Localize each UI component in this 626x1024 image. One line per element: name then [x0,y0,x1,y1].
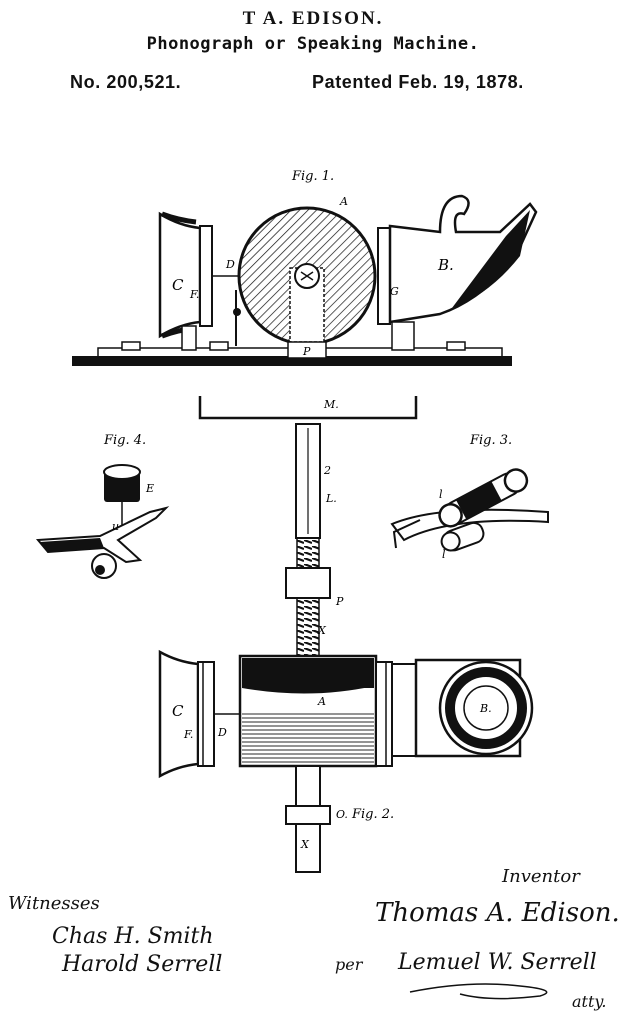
label-e: E [145,482,154,495]
label-2: 2 [323,464,331,477]
fig1-diaphragm-f [199,225,213,327]
figure-1: Fig. 1. P A C F. D B. G [72,169,538,366]
label-x2: X [300,838,310,851]
witnesses-label: Witnesses [8,893,100,914]
label-u: u [112,520,119,533]
label-f2: F. [183,728,193,741]
fig4-caption: Fig. 4. [103,433,146,448]
label-c2: C [172,702,184,720]
label-p2: P [335,595,344,608]
fig2-caption: Fig. 2. [351,807,394,822]
frame-m [198,396,418,420]
label-b2: B. [479,702,492,715]
fig1-caption: Fig. 1. [291,169,334,184]
label-p: P [302,345,311,358]
attorney-signature: Lemuel W. Serrell [398,950,597,975]
patent-date: Patented Feb. 19, 1878. [312,72,524,92]
label-a2: A [317,695,326,708]
fig3-caption: Fig. 3. [469,433,512,448]
fig4-block [104,472,140,502]
figure-2: 2 L. P X A C F. D G B. O. X [158,423,534,873]
atty-label: atty. [572,992,607,1011]
label-a: A [339,195,348,208]
fig1-base-plate [72,356,512,366]
patent-title: Phonograph or Speaking Machine. [146,34,480,54]
label-d: D [225,258,235,271]
label-f: F. [189,288,199,301]
figure-3: Fig. 3. l l [390,433,549,561]
label-m: M. [323,398,339,411]
figure-4: Fig. 4. E u [35,433,170,579]
fig2-nut-p [285,567,331,599]
label-c: C [172,276,184,294]
witness-signature-1: Chas H. Smith [52,924,214,949]
inventor-signature: Thomas A. Edison. [375,898,620,928]
fig1-bolt [209,341,229,351]
fig1-speaker-c [158,211,202,339]
signature-flourish [409,983,548,1000]
fig1-pedestal [287,341,327,359]
fig1-bolt [121,341,141,351]
patent-number: No. 200,521. [70,72,182,92]
per-label: per [335,955,363,974]
patent-inventor-name: T A. EDISON. [242,8,384,29]
label-b: B. [437,256,454,274]
fig1-bolt [446,341,466,351]
label-l3b: l [442,548,446,561]
label-l: L. [325,492,337,505]
fig1-diaphragm-g [377,227,391,325]
label-g: G [390,285,399,298]
label-x: X [317,624,327,637]
witness-signature-2: Harold Serrell [62,952,223,977]
label-l3: l [439,488,443,501]
label-d2: D [217,726,227,739]
inventor-label: Inventor [502,866,580,887]
label-o: O. [336,808,348,821]
